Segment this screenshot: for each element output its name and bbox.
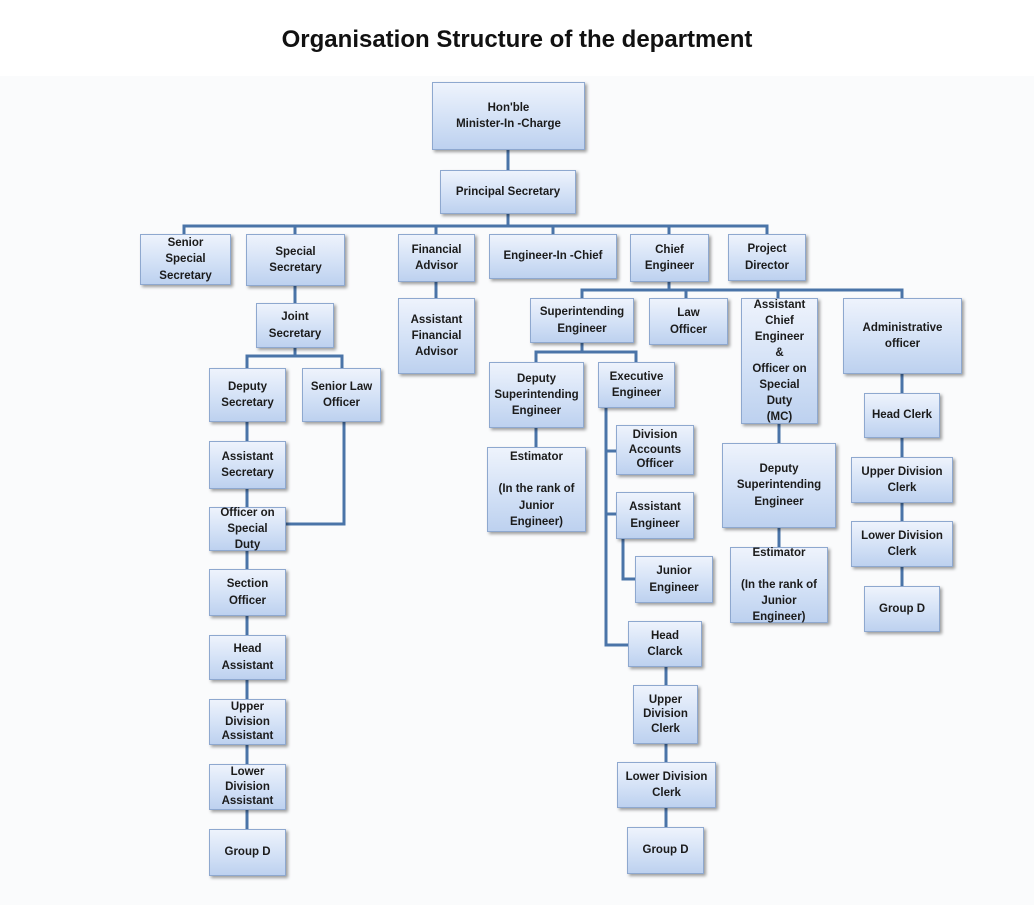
node-deputy-superintending-engineer-2: Deputy Superintending Engineer [722,443,836,528]
node-section-officer: Section Officer [209,569,286,616]
node-head-clarck: Head Clarck [628,621,702,667]
node-chief-engineer: Chief Engineer [630,234,709,282]
node-administrative-officer: Administrative officer [843,298,962,374]
node-lower-division-clerk-right: Lower Division Clerk [851,521,953,567]
node-upper-division-clerk-right: Upper Division Clerk [851,457,953,503]
node-assistant-engineer: Assistant Engineer [616,492,694,539]
node-assistant-secretary: Assistant Secretary [209,441,286,489]
node-lower-division-assistant: Lower Division Assistant [209,764,286,810]
node-upper-division-assistant: Upper Division Assistant [209,699,286,745]
node-financial-advisor: Financial Advisor [398,234,475,282]
node-group-d-mid: Group D [627,827,704,874]
node-deputy-secretary: Deputy Secretary [209,368,286,422]
node-head-clerk-right: Head Clerk [864,393,940,438]
node-law-officer: Law Officer [649,298,728,345]
node-senior-special-secretary: Senior Special Secretary [140,234,231,285]
node-lower-division-clerk-mid: Lower Division Clerk [617,762,716,808]
node-head-assistant: Head Assistant [209,635,286,680]
node-upper-division-clerk-mid: Upper Division Clerk [633,685,698,744]
node-minister: Hon'ble Minister-In -Charge [432,82,585,150]
page-title: Organisation Structure of the department [281,26,753,53]
node-assistant-chief-engineer: Assistant Chief Engineer & Officer on Sp… [741,298,818,424]
node-deputy-superintending-engineer-1: Deputy Superintending Engineer [489,362,584,428]
node-special-secretary: Special Secretary [246,234,345,286]
node-assistant-financial-advisor: Assistant Financial Advisor [398,298,475,374]
node-estimator-1: Estimator (In the rank of Junior Enginee… [487,447,586,532]
node-division-accounts-officer: Division Accounts Officer [616,425,694,475]
node-officer-on-special-duty: Officer on Special Duty [209,507,286,551]
node-estimator-2: Estimator (In the rank of Junior Enginee… [730,547,828,623]
node-group-d-left: Group D [209,829,286,876]
node-executive-engineer: Executive Engineer [598,362,675,408]
node-junior-engineer: Junior Engineer [635,556,713,603]
node-senior-law-officer: Senior Law Officer [302,368,381,422]
node-project-director: Project Director [728,234,806,281]
node-group-d-right: Group D [864,586,940,632]
node-engineer-in-chief: Engineer-In -Chief [489,234,617,279]
node-joint-secretary: Joint Secretary [256,303,334,348]
node-principal-secretary: Principal Secretary [440,170,576,214]
node-superintending-engineer: Superintending Engineer [530,298,634,343]
